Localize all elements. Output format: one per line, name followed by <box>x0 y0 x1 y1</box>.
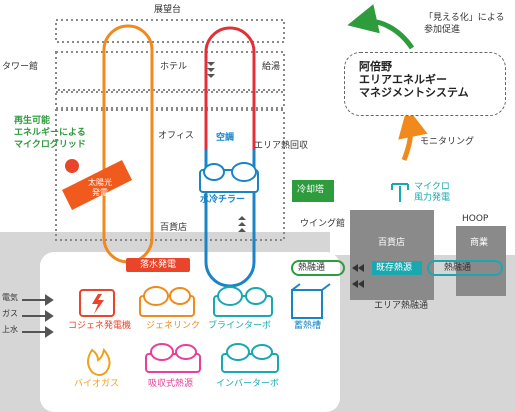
biogas-icon <box>87 347 111 376</box>
hot-water-label: 給湯 <box>262 62 281 72</box>
renewable-line-3: マイクログリッド <box>14 140 86 150</box>
red-loop <box>204 26 256 262</box>
tower-floors <box>55 19 285 241</box>
aircon-label: 空調 <box>216 133 235 143</box>
wing-label: ウイング館 <box>300 219 346 229</box>
renewable-label: 再生可能 エネルギーによる マイクログリッド <box>14 115 86 151</box>
orange-loop <box>102 24 154 264</box>
area-heat-exchange-label: エリア熱融通 <box>374 301 429 311</box>
visualize-line-1: 「見える化」による <box>424 13 505 23</box>
cooling-tower-box <box>292 180 334 202</box>
observatory-label: 展望台 <box>154 5 182 15</box>
heat-exchange-left-label: 熱融通 <box>298 263 326 273</box>
mgmt-line-2: エリアエネルギー <box>359 73 447 86</box>
heat-exchange-pill-left <box>291 260 345 276</box>
wind-line-2: 風力発電 <box>414 193 451 203</box>
visualize-line-2: 参加促進 <box>424 25 461 35</box>
area-heat-recovery-label: エリア熱回収 <box>254 141 309 151</box>
flow-arrows <box>207 62 246 232</box>
gas-label: ガス <box>2 309 18 318</box>
participation-arrow <box>347 4 415 50</box>
existing-heat-box <box>372 261 422 275</box>
input-arrows <box>22 294 54 338</box>
dept-store-bldg-label: 百貨店 <box>378 238 406 248</box>
monitoring-arrow <box>398 107 428 161</box>
heat-storage-icon <box>291 283 331 319</box>
management-system-box: 阿倍野 エリアエネルギー マネジメントシステム <box>344 52 506 116</box>
inverter-turbo-icon <box>221 343 279 373</box>
water-chiller-icon <box>199 162 259 193</box>
solar-line-1: 太陽光 <box>88 178 112 187</box>
equipment-label-1: ジェネリンク <box>146 321 201 331</box>
water-chiller-label: 水冷チラー <box>200 195 246 205</box>
mgmt-line-1: 阿倍野 <box>359 60 392 73</box>
hoop-label: HOOP <box>462 214 489 224</box>
water-label: 上水 <box>2 325 18 334</box>
wind-label: マイクロ 風力発電 <box>414 182 450 204</box>
waterfall-power-chip: 落水発電 <box>126 258 190 272</box>
cooling-tower-label: 冷却塔 <box>297 185 325 195</box>
solar-label: 太陽光 発電 <box>88 178 112 198</box>
electricity-label: 電気 <box>2 293 18 302</box>
exchange-arrows <box>352 264 364 288</box>
wind-turbine-icon <box>391 183 409 202</box>
solar-line-2: 発電 <box>92 188 108 197</box>
equipment-label-6: インバーターボ <box>216 379 280 389</box>
equipment-label-5: 吸収式熱源 <box>148 379 194 389</box>
existing-heat-label: 既存熱源 <box>376 263 413 273</box>
equipment-label-3: 蓄熱槽 <box>294 321 322 331</box>
equipment-label-0: コジェネ発電機 <box>68 321 132 331</box>
genelink-icon <box>139 286 195 317</box>
monitoring-label: モニタリング <box>420 137 475 147</box>
brine-turbo-icon <box>213 286 273 317</box>
renewable-line-2: エネルギーによる <box>14 128 86 138</box>
wind-line-1: マイクロ <box>414 182 450 192</box>
cogeneration-icon <box>79 289 115 317</box>
equipment-label-4: バイオガス <box>74 379 120 389</box>
heat-exchange-pill-right <box>427 260 503 276</box>
hotel-label: ホテル <box>160 62 188 72</box>
office-label: オフィス <box>158 131 194 141</box>
renewable-line-1: 再生可能 <box>14 116 51 126</box>
mgmt-line-3: マネジメントシステム <box>359 86 469 99</box>
blue-loop <box>204 150 256 288</box>
equipment-label-2: ブラインターボ <box>208 321 272 331</box>
heat-exchange-right-label: 熱融通 <box>444 263 472 273</box>
commercial-label: 商業 <box>470 238 489 248</box>
visualize-label: 「見える化」による 参加促進 <box>424 12 504 36</box>
dept-store-floor-label: 百貨店 <box>160 223 188 233</box>
solar-panel-icon <box>62 159 132 210</box>
absorption-icon <box>145 343 201 373</box>
tower-label: タワー館 <box>2 62 39 72</box>
